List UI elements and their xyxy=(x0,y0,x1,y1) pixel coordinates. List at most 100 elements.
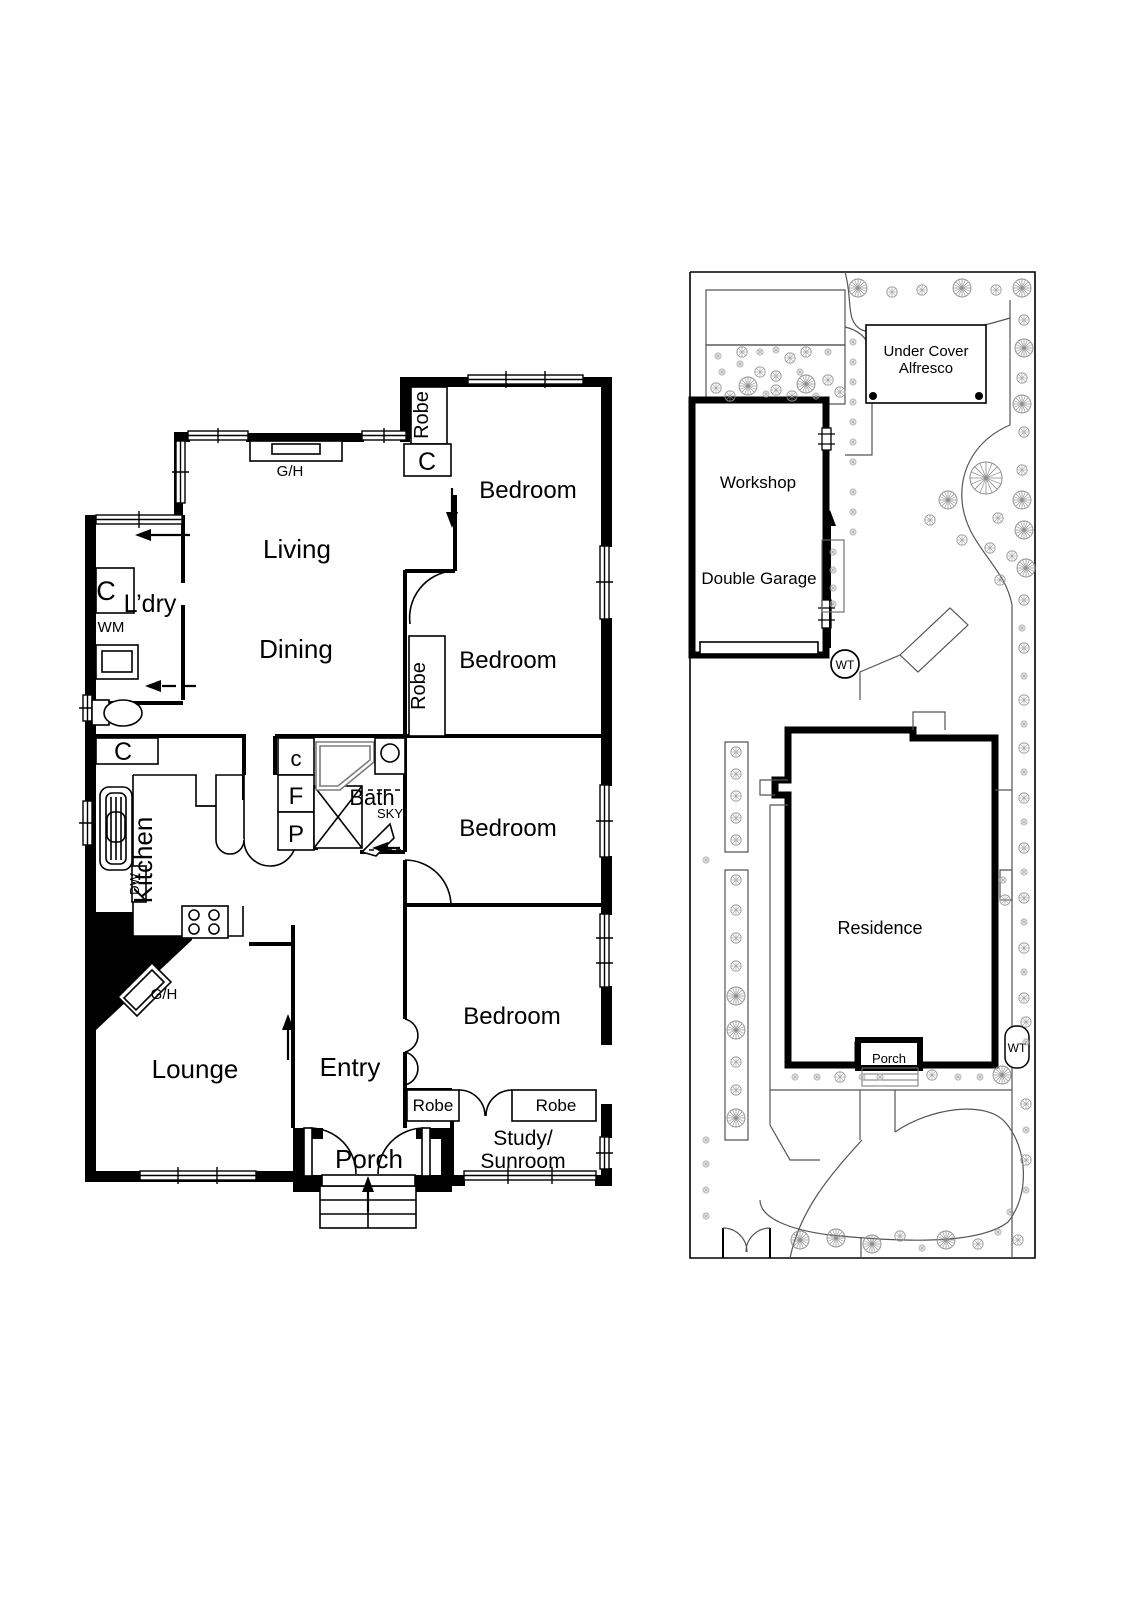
wall-left-lower xyxy=(85,992,96,1182)
label-robe-bed1: Robe xyxy=(411,391,433,439)
gas-heater-living-unit xyxy=(249,440,343,462)
gas-heater-lounge-unit xyxy=(116,961,173,1018)
arrow-living-bay xyxy=(135,529,190,541)
wall-bottom-study-left xyxy=(452,1175,465,1186)
arrow-porch-entry xyxy=(362,1176,374,1212)
toilet xyxy=(91,699,143,727)
window-living-right xyxy=(361,428,407,443)
gate-arc-b xyxy=(745,1227,771,1253)
label-wt-residence: WT xyxy=(1008,1041,1027,1055)
wall-porch-right xyxy=(441,1128,452,1186)
arrow-bath-hall xyxy=(372,842,400,854)
site-plan-panel: Under Cover Alfresco Workshop Double Gar… xyxy=(688,271,1036,1259)
skylight-box xyxy=(368,789,405,851)
alfresco-post-left xyxy=(869,392,877,400)
wall-living-top xyxy=(246,433,364,442)
label-robe-bed2: Robe xyxy=(408,662,430,710)
window-study-bottom xyxy=(463,1167,597,1184)
label-study-line2: Sunroom xyxy=(480,1150,565,1173)
window-bed1-top xyxy=(467,371,584,388)
doors xyxy=(303,570,513,1177)
wall-bed1-left xyxy=(400,377,411,439)
alfresco-post-right xyxy=(975,392,983,400)
label-fridge: F xyxy=(289,783,304,810)
site-boundary xyxy=(689,271,1036,1259)
garage-building: Workshop Double Garage xyxy=(688,396,845,659)
water-tank-residence: WT xyxy=(1004,1025,1030,1069)
kitchen-sink xyxy=(99,786,133,871)
label-robe-study-left: Robe xyxy=(413,1096,454,1115)
label-entry: Entry xyxy=(320,1052,381,1082)
arrow-bed1-hall xyxy=(446,488,458,528)
wall-right-a xyxy=(601,377,612,547)
garage-side-bed xyxy=(821,539,845,613)
door-study-b xyxy=(485,1089,513,1117)
label-alfresco-line2: Alfresco xyxy=(899,360,953,377)
door-entry-right-leaf xyxy=(421,1127,431,1177)
label-residence-porch: Porch xyxy=(872,1051,906,1066)
window-kitchen-left xyxy=(79,800,96,846)
label-workshop: Workshop xyxy=(720,473,796,492)
robe-bed2-box xyxy=(408,635,446,737)
wall-right-c xyxy=(601,856,612,915)
rear-garden-bed xyxy=(705,344,846,405)
label-kitchen: Kitchen xyxy=(128,817,158,904)
front-path-left xyxy=(769,1090,820,1161)
label-gas-heater-lounge: G/H xyxy=(151,986,178,1003)
residence-thin-jogs xyxy=(759,711,1012,1065)
label-residence: Residence xyxy=(837,918,922,938)
water-tank-garage: WT xyxy=(830,649,860,679)
bathtub xyxy=(315,741,375,791)
label-alfresco-line1: Under Cover xyxy=(883,343,968,360)
garage-door xyxy=(699,641,819,655)
label-pantry: P xyxy=(288,821,304,848)
door-study-a xyxy=(458,1089,486,1117)
alfresco-outline xyxy=(865,324,987,404)
wall-bottom-study-right xyxy=(595,1175,612,1186)
right-garden-edge xyxy=(961,318,1013,1258)
residence-building: Residence Porch xyxy=(759,711,1012,1087)
exterior-walls xyxy=(85,377,612,1192)
label-cupboard-bath-small: c xyxy=(291,746,302,771)
wall-lounge-chamfer xyxy=(85,912,192,1030)
window-bed2-right xyxy=(596,545,613,620)
angled-slab xyxy=(899,607,969,673)
arrow-entry-lounge xyxy=(282,1014,294,1060)
arrow-garage-workshop xyxy=(824,510,836,648)
door-bath-leaf xyxy=(360,822,395,857)
cupboard-hall-box xyxy=(95,737,159,765)
label-living: Living xyxy=(263,534,331,564)
wall-porch-bottom-left xyxy=(293,1175,322,1192)
wall-left-upper xyxy=(85,515,96,940)
flow-arrows xyxy=(135,488,458,1212)
label-bedroom-4: Bedroom xyxy=(463,1003,560,1030)
label-bedroom-1: Bedroom xyxy=(479,477,576,504)
wall-right-b xyxy=(601,618,612,786)
garage-outline xyxy=(688,396,830,659)
label-robe-study-right: Robe xyxy=(536,1096,577,1115)
window-study-right xyxy=(596,1136,613,1170)
label-laundry: L’dry xyxy=(124,590,177,618)
wall-porch-bottom-right xyxy=(415,1175,452,1192)
label-cupboard-bed1: C xyxy=(418,448,436,476)
left-garden-strip-a xyxy=(724,741,749,853)
floor-plan-panel: Living Dining Lounge Entry Kitchen L’dry… xyxy=(79,371,613,1229)
garage-side-windows xyxy=(818,427,835,629)
window-bed3-right xyxy=(596,784,613,858)
front-lawn-curve xyxy=(759,1108,1025,1241)
window-laundry-top xyxy=(95,511,183,528)
floor-plan-labels: Living Dining Lounge Entry Kitchen L’dry… xyxy=(96,391,576,1174)
laundry-trough xyxy=(95,644,139,680)
label-dining: Dining xyxy=(259,634,333,664)
window-lounge-bottom xyxy=(139,1167,257,1184)
label-skylight: SKY xyxy=(377,806,403,821)
label-study-line1: Study/ xyxy=(493,1127,553,1150)
residence-outline xyxy=(771,726,999,1069)
label-bedroom-2: Bedroom xyxy=(459,647,556,674)
cooktop xyxy=(181,905,229,939)
wall-right-e xyxy=(601,1104,612,1138)
arrow-laundry xyxy=(145,680,196,692)
robe-study-right-box xyxy=(511,1089,597,1122)
